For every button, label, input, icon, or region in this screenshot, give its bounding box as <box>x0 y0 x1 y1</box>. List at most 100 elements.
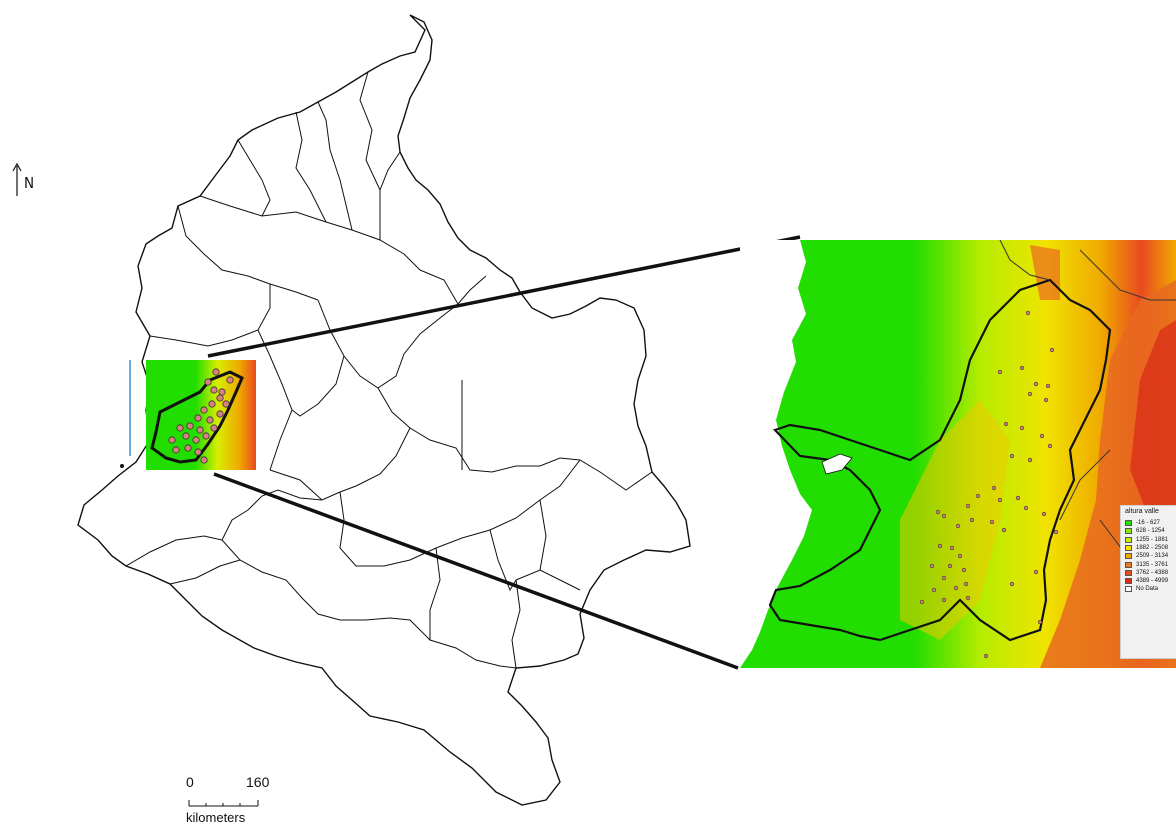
sample-point <box>957 553 963 559</box>
sample-point <box>1009 581 1015 587</box>
north-arrow-icon <box>12 162 22 196</box>
sample-point <box>172 446 180 454</box>
sample-point <box>1019 365 1025 371</box>
scale-unit-label: kilometers <box>186 810 246 825</box>
mini-sample-points <box>168 368 234 464</box>
sample-point <box>194 448 202 456</box>
sample-point <box>919 599 925 605</box>
sample-point <box>963 581 969 587</box>
scale-bar: 0 160 kilometers <box>180 774 300 828</box>
north-label: N <box>24 174 35 192</box>
sample-point <box>997 497 1003 503</box>
sample-point <box>929 563 935 569</box>
sample-point <box>184 444 192 452</box>
inset-sample-points <box>919 310 1059 659</box>
legend-item: 1882 - 2508 <box>1125 544 1168 552</box>
department-boundaries <box>125 71 653 669</box>
sample-point <box>1009 453 1015 459</box>
sample-point <box>186 422 194 430</box>
sample-point <box>210 424 218 432</box>
legend-title: altura valle <box>1125 508 1159 515</box>
legend-label: 628 - 1254 <box>1136 528 1165 535</box>
sample-point <box>975 493 981 499</box>
legend-label: 2509 - 3134 <box>1136 553 1169 560</box>
sample-point <box>991 485 997 491</box>
sample-point <box>941 597 947 603</box>
sample-point <box>947 563 953 569</box>
legend-item: 3135 - 3761 <box>1125 561 1168 569</box>
connector-line-bottom <box>213 472 739 670</box>
sample-point <box>965 595 971 601</box>
legend-label: 3135 - 3761 <box>1136 561 1169 568</box>
legend-swatch <box>1125 578 1132 585</box>
sample-point <box>935 509 941 515</box>
sample-point <box>1027 457 1033 463</box>
legend-item: 3762 - 4388 <box>1125 569 1168 577</box>
sample-point <box>941 513 947 519</box>
sample-point <box>1033 381 1039 387</box>
valle-elevation-mini <box>120 360 256 470</box>
sample-point <box>194 414 202 422</box>
scale-bar-ticks <box>188 800 259 807</box>
sample-point <box>1001 527 1007 533</box>
sample-point <box>200 456 208 464</box>
sample-point <box>1039 433 1045 439</box>
legend-item: 628 - 1254 <box>1125 527 1165 535</box>
sample-point <box>1033 569 1039 575</box>
legend-swatch <box>1125 536 1132 543</box>
legend-swatch <box>1125 520 1132 526</box>
sample-point <box>941 575 947 581</box>
sample-point <box>1023 505 1029 511</box>
legend-item: 2509 - 3134 <box>1125 552 1168 560</box>
legend-item: -16 - 627 <box>1125 519 1160 527</box>
legend-swatch <box>1125 544 1132 551</box>
sample-point <box>196 426 204 434</box>
sample-point <box>168 436 176 444</box>
legend-swatch <box>1125 553 1132 560</box>
legend-label: 1255 - 1881 <box>1136 536 1169 543</box>
legend-item: 1255 - 1881 <box>1125 536 1168 544</box>
sample-point <box>931 587 937 593</box>
sample-point <box>218 388 226 396</box>
scale-start-label: 0 <box>186 774 194 790</box>
sample-point <box>1041 511 1047 517</box>
sample-point <box>1049 347 1055 353</box>
sample-point <box>1015 495 1021 501</box>
sample-point <box>216 410 224 418</box>
legend-label: 4389 - 4999 <box>1136 578 1169 585</box>
sample-point <box>1043 397 1049 403</box>
country-outline <box>77 14 691 806</box>
legend-label: 1882 - 2508 <box>1136 544 1169 551</box>
inset-elevation-map <box>740 240 1176 668</box>
sample-point <box>1053 529 1059 535</box>
sample-point <box>961 567 967 573</box>
sample-point <box>1047 443 1053 449</box>
sample-point <box>1025 310 1031 316</box>
sample-point <box>1019 425 1025 431</box>
sample-point <box>1027 391 1033 397</box>
sample-point <box>222 400 230 408</box>
legend-swatch <box>1125 528 1132 535</box>
sample-point <box>206 416 214 424</box>
legend-swatch <box>1125 561 1132 568</box>
sample-point <box>182 432 190 440</box>
sample-point <box>1045 383 1051 389</box>
sample-point <box>210 386 218 394</box>
legend-label: 3762 - 4388 <box>1136 569 1169 576</box>
sample-point <box>955 523 961 529</box>
legend-label: -16 - 627 <box>1136 520 1161 526</box>
sample-point <box>949 545 955 551</box>
sample-point <box>1003 421 1009 427</box>
sample-point <box>226 376 234 384</box>
legend-swatch <box>1125 586 1132 593</box>
sample-point <box>176 424 184 432</box>
sample-point <box>937 543 943 549</box>
sample-point <box>216 394 224 402</box>
sample-point <box>202 432 210 440</box>
sample-point <box>983 653 989 659</box>
connector-line-top <box>207 235 801 358</box>
sample-point <box>997 369 1003 375</box>
legend-item: 4389 - 4999 <box>1125 577 1168 585</box>
